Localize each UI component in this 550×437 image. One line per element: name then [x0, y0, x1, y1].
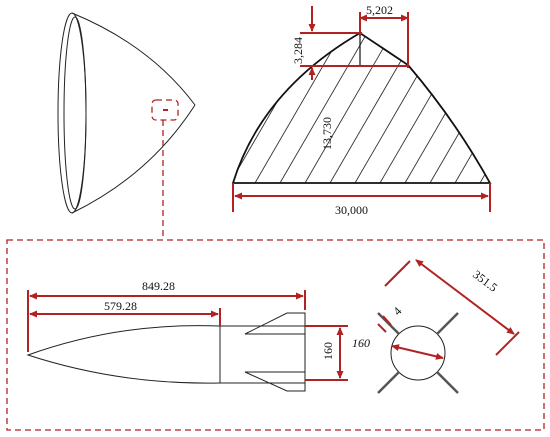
label-fin-tip-span: 351.5: [470, 267, 500, 294]
cone-upper-edge: [71, 12, 196, 106]
cone-lower-edge: [71, 104, 196, 214]
dim-body-diameter: [391, 344, 444, 360]
dim-fin-thickness-a: [382, 315, 392, 326]
label-nose-length: 579.28: [104, 299, 137, 313]
cone-section-view: 5,202 3,284 13,730 30,000: [231, 3, 492, 217]
section-hatching: [233, 33, 490, 183]
cone-base-ellipse-inner: [63, 16, 87, 210]
label-cone-height: 13,730: [320, 117, 334, 150]
fin-lower-left: [377, 371, 400, 394]
label-tip-height: 3,284: [291, 37, 305, 64]
vehicle-front-view: 160 4 351.5: [352, 259, 520, 394]
detail-frame: [6, 239, 545, 431]
label-total-length: 849.28: [142, 279, 175, 293]
label-cone-base: 30,000: [335, 203, 368, 217]
label-fin-span: 160: [321, 342, 335, 360]
dim-fin-thickness-b: [377, 323, 387, 333]
cone-section-outline: [231, 31, 492, 184]
label-tip-width: 5,202: [366, 3, 393, 17]
cone-base-ellipse-outer: [57, 12, 87, 214]
label-body-diameter: 160: [352, 336, 370, 350]
upper-fin: [244, 312, 306, 335]
lower-fin: [244, 371, 306, 392]
dim-fin-tip-span: [415, 259, 515, 335]
fin-upper-right: [436, 312, 459, 335]
vehicle-side-view: 849.28 579.28 160: [26, 279, 348, 392]
fin-lower-right: [436, 371, 459, 394]
detail-callout-box: [151, 99, 179, 121]
label-fin-thickness: 4: [390, 304, 404, 318]
cone-perspective-view: [57, 12, 196, 240]
